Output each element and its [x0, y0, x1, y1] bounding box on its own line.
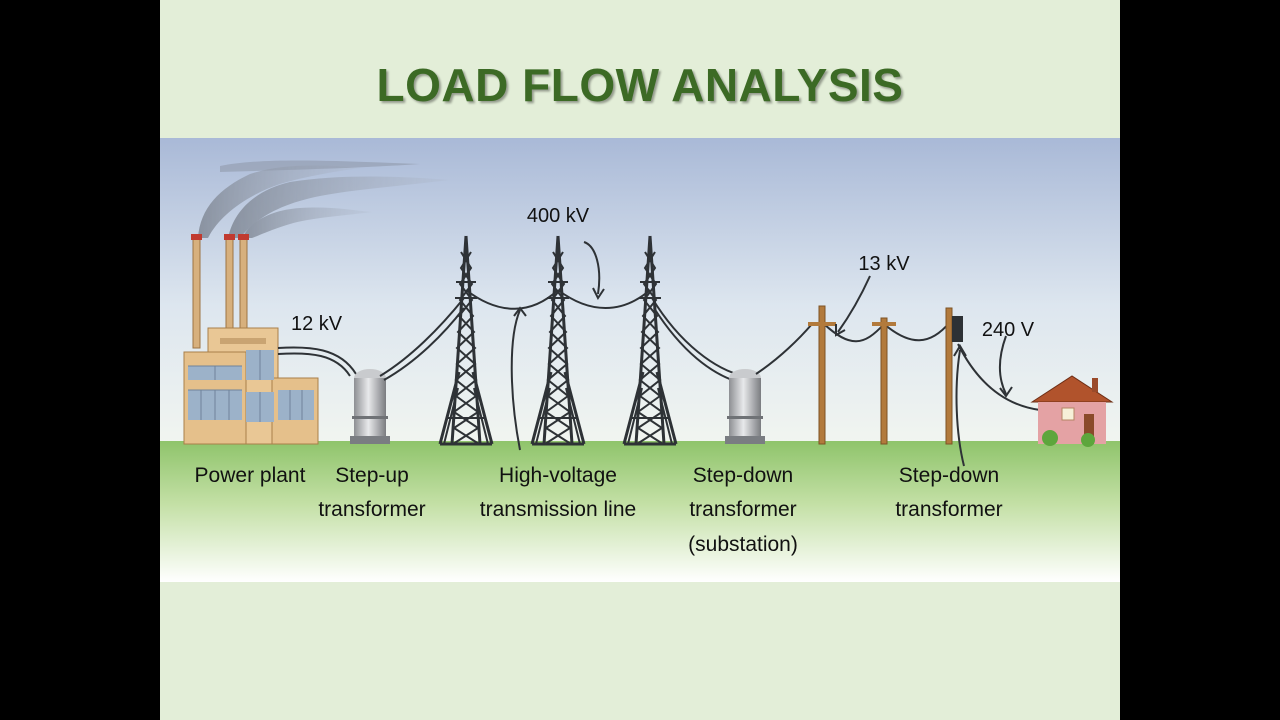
- smoke-icon: [198, 160, 450, 238]
- slide: LOAD FLOW ANALYSIS: [160, 0, 1120, 720]
- transformer-icon: [725, 369, 765, 444]
- pole-transformer-label-line2: transformer: [895, 498, 1002, 521]
- hv-line-label-line1: High-voltage: [499, 464, 617, 487]
- service-voltage-label: 240 V: [982, 319, 1035, 341]
- transformer-icon: [350, 369, 390, 444]
- substation-label-line2: transformer: [689, 498, 796, 521]
- ground: [160, 441, 1120, 582]
- power-grid-diagram: 12 kV 400 kV 13 kV 240 V Power plant Ste…: [160, 138, 1120, 582]
- transmission-voltage-label: 400 kV: [527, 205, 590, 227]
- house-icon: [1030, 375, 1114, 447]
- step-up-label-line1: Step-up: [335, 464, 409, 487]
- hv-line-label-line2: transmission line: [480, 498, 636, 521]
- power-plant-icon: [183, 234, 319, 445]
- slide-title: LOAD FLOW ANALYSIS: [376, 59, 904, 111]
- step-up-label-line2: transformer: [318, 498, 425, 521]
- generation-voltage-label: 12 kV: [291, 313, 343, 335]
- pole-transformer-label-line1: Step-down: [899, 464, 999, 487]
- distribution-voltage-label: 13 kV: [858, 253, 910, 275]
- power-plant-label: Power plant: [195, 464, 306, 487]
- substation-label-line3: (substation): [688, 533, 798, 556]
- utility-pole-icon: [808, 305, 963, 445]
- substation-label-line1: Step-down: [693, 464, 793, 487]
